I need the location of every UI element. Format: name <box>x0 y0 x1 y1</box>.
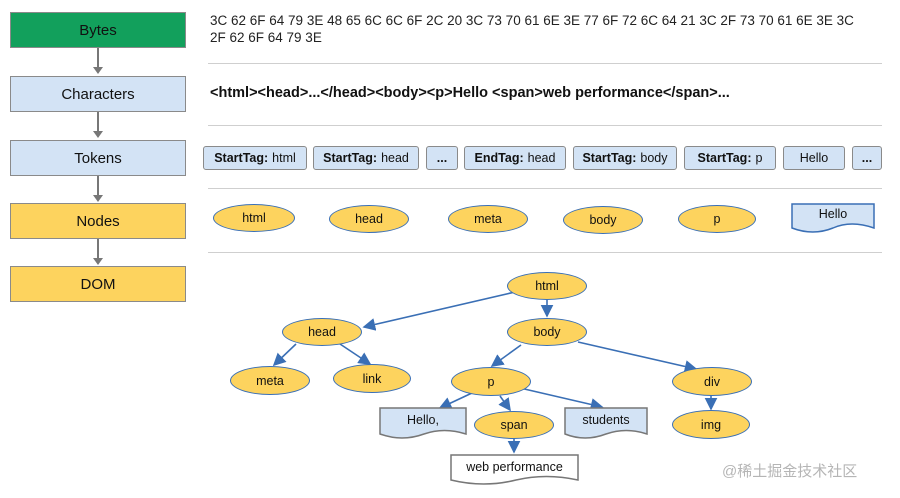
token-value: head <box>527 151 556 165</box>
node-label: meta <box>474 212 502 226</box>
tree-node-label: body <box>533 325 561 339</box>
node-p: p <box>678 205 756 233</box>
tree-node-img: img <box>672 410 750 439</box>
edge-head-meta <box>272 343 297 367</box>
tree-node-label: p <box>487 374 495 389</box>
token-starttag-body: StartTag:body <box>573 146 677 170</box>
node-label: p <box>713 212 721 226</box>
edge-p-hello <box>438 392 473 410</box>
node-html: html <box>213 204 295 232</box>
separator-1 <box>208 63 882 64</box>
token-value: ... <box>861 151 873 165</box>
stage-tokens: Tokens <box>10 140 186 176</box>
edge-html-head <box>362 291 516 331</box>
stage-nodes: Nodes <box>10 203 186 239</box>
token-value: p <box>755 151 763 165</box>
doc-shape-web-performance <box>450 454 579 485</box>
token-kind: EndTag: <box>474 151 524 165</box>
token-value: body <box>640 151 668 165</box>
tree-text-students: students <box>582 413 630 427</box>
token-starttag-head: StartTag:head <box>313 146 419 170</box>
tree-node-div: div <box>672 367 752 396</box>
token-ellipsis-1: ... <box>426 146 458 170</box>
token-endtag-head: EndTag:head <box>464 146 566 170</box>
stage-characters: Characters <box>10 76 186 112</box>
node-text-hello: Hello <box>818 207 848 221</box>
token-starttag-p: StartTag:p <box>684 146 776 170</box>
tree-text-hello: Hello, <box>407 413 439 427</box>
tree-node-label: div <box>704 374 720 389</box>
token-value: html <box>272 151 296 165</box>
arrow-nodes-to-dom <box>93 239 103 265</box>
tree-node-html: html <box>507 272 587 300</box>
tree-node-link: link <box>333 364 411 393</box>
node-label: body <box>589 213 617 227</box>
token-kind: StartTag: <box>582 151 637 165</box>
node-label: html <box>242 211 266 225</box>
separator-2 <box>208 125 882 126</box>
separator-4 <box>208 252 882 253</box>
node-head: head <box>329 205 409 233</box>
token-value: ... <box>436 151 448 165</box>
stage-characters-label: Characters <box>61 85 135 103</box>
stage-bytes-label: Bytes <box>79 21 117 39</box>
watermark: @稀土掘金技术社区 <box>722 463 858 480</box>
stage-nodes-label: Nodes <box>76 212 120 230</box>
tree-node-label: html <box>535 279 559 293</box>
tree-node-label: span <box>500 418 528 432</box>
edge-p-students <box>519 387 604 411</box>
tree-node-p: p <box>451 367 531 396</box>
stage-dom: DOM <box>10 266 186 302</box>
token-value: Hello <box>799 151 829 165</box>
token-text-hello: Hello <box>783 146 845 170</box>
node-body: body <box>563 206 643 234</box>
token-starttag-html: StartTag:html <box>203 146 307 170</box>
arrow-bytes-to-characters <box>93 48 103 74</box>
tree-node-meta: meta <box>230 366 310 395</box>
bytes-hex-text: 3C 62 6F 64 79 3E 48 65 6C 6C 6F 2C 20 3… <box>210 13 854 45</box>
tree-node-label: img <box>700 417 722 432</box>
stage-dom-label: DOM <box>80 275 116 293</box>
node-label: head <box>355 212 383 226</box>
token-kind: StartTag: <box>214 151 269 165</box>
edge-p-span <box>498 395 511 412</box>
edge-head-link <box>339 343 372 365</box>
stage-bytes: Bytes <box>10 12 186 48</box>
arrow-characters-to-tokens <box>93 112 103 138</box>
doc-shape-students <box>564 407 648 439</box>
tree-text-web-performance: web performance <box>466 460 563 474</box>
edge-body-div <box>577 341 698 373</box>
tree-node-head: head <box>282 318 362 346</box>
tree-node-span: span <box>474 411 554 439</box>
tree-node-label: link <box>362 371 382 386</box>
token-kind: StartTag: <box>697 151 752 165</box>
tree-node-label: meta <box>256 373 284 388</box>
characters-text: <html><head>...</head><body><p>Hello <sp… <box>210 85 730 101</box>
tree-node-body: body <box>507 318 587 346</box>
arrow-tokens-to-nodes <box>93 176 103 202</box>
doc-shape-hello-comma <box>379 407 467 439</box>
separator-3 <box>208 188 882 189</box>
token-kind: StartTag: <box>323 151 378 165</box>
edge-body-p <box>490 344 522 367</box>
token-ellipsis-2: ... <box>852 146 882 170</box>
token-value: head <box>381 151 409 165</box>
tree-node-label: head <box>308 325 336 339</box>
node-meta: meta <box>448 205 528 233</box>
stage-tokens-label: Tokens <box>74 149 122 167</box>
